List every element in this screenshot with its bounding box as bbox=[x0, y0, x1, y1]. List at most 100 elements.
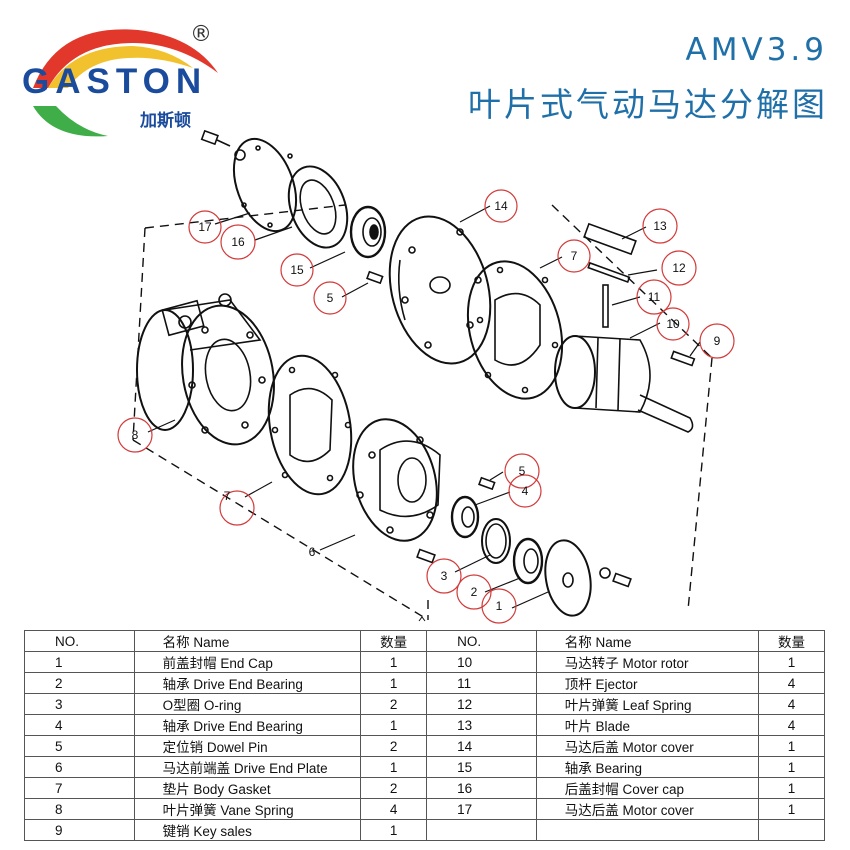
callout-10: 10 bbox=[666, 317, 680, 331]
table-cell: 马达转子 Motor rotor bbox=[535, 651, 760, 673]
table-cell: 叶片弹簧 Vane Spring bbox=[133, 798, 362, 820]
table-cell: 4 bbox=[24, 714, 135, 736]
table-cell: 2 bbox=[360, 693, 428, 715]
table-row: 6 马达前端盖 Drive End Plate 1 15 轴承 Bearing … bbox=[24, 756, 825, 778]
callout-7-upper: 7 bbox=[571, 249, 578, 263]
table-cell: 13 bbox=[426, 714, 537, 736]
table-row: 1 前盖封帽 End Cap 1 10 马达转子 Motor rotor 1 bbox=[24, 651, 825, 673]
table-row: 3 O型圈 O-ring 2 12 叶片弹簧 Leaf Spring 4 bbox=[24, 693, 825, 715]
callout-5-upper: 5 bbox=[327, 291, 334, 305]
callout-4: 4 bbox=[522, 484, 529, 498]
table-cell: 定位销 Dowel Pin bbox=[133, 735, 362, 757]
table-cell: 2 bbox=[24, 672, 135, 694]
page-title: 叶片式气动马达分解图 bbox=[468, 85, 828, 124]
table-cell bbox=[535, 819, 760, 841]
part-2-drive-end-bearing bbox=[512, 537, 544, 585]
table-row: 8 叶片弹簧 Vane Spring 4 17 马达后盖 Motor cover… bbox=[24, 798, 825, 820]
table-cell: 轴承 Bearing bbox=[535, 756, 760, 778]
part-5-dowel-pin-top bbox=[366, 270, 384, 285]
callout-6: 6 bbox=[309, 545, 316, 559]
screw-icon bbox=[416, 548, 436, 564]
table-cell: 12 bbox=[426, 693, 537, 715]
table-cell: 2 bbox=[360, 735, 428, 757]
table-cell: 前盖封帽 End Cap bbox=[133, 651, 362, 673]
part-12-leaf-spring bbox=[587, 261, 631, 284]
table-row: 5 定位销 Dowel Pin 2 14 马达后盖 Motor cover 1 bbox=[24, 735, 825, 757]
callout-9: 9 bbox=[714, 334, 721, 348]
part-3-o-ring bbox=[481, 518, 511, 564]
table-cell: 1 bbox=[360, 651, 428, 673]
caret-mark bbox=[418, 616, 426, 622]
table-cell: 4 bbox=[360, 798, 428, 820]
callout-15: 15 bbox=[290, 263, 304, 277]
table-cell: 2 bbox=[360, 777, 428, 799]
part-10-motor-rotor bbox=[554, 335, 694, 433]
table-cell: 马达后盖 Motor cover bbox=[535, 735, 760, 757]
table-cell: 叶片弹簧 Leaf Spring bbox=[535, 693, 760, 715]
table-row: 4 轴承 Drive End Bearing 1 13 叶片 Blade 4 bbox=[24, 714, 825, 736]
table-cell bbox=[758, 819, 825, 841]
table-cell: 1 bbox=[758, 735, 825, 757]
table-cell: 1 bbox=[758, 798, 825, 820]
table-cell: 4 bbox=[758, 672, 825, 694]
table-cell: 马达前端盖 Drive End Plate bbox=[133, 756, 362, 778]
part-5-dowel-pin-lower bbox=[478, 476, 496, 491]
logo-swoosh-icon bbox=[33, 29, 218, 137]
part-4-drive-end-bearing bbox=[450, 495, 480, 539]
table-cell: 1 bbox=[758, 651, 825, 673]
table-cell: 4 bbox=[758, 714, 825, 736]
callout-2: 2 bbox=[471, 585, 478, 599]
table-cell: 顶杆 Ejector bbox=[535, 672, 760, 694]
part-1-end-cap bbox=[544, 539, 632, 617]
table-cell: 1 bbox=[758, 777, 825, 799]
table-cell: 10 bbox=[426, 651, 537, 673]
table-cell: 轴承 Drive End Bearing bbox=[133, 714, 362, 736]
table-cell: 马达后盖 Motor cover bbox=[535, 798, 760, 820]
table-cell: 1 bbox=[24, 651, 135, 673]
table-cell: 8 bbox=[24, 798, 135, 820]
col-header-name-left: 名称 Name bbox=[133, 630, 362, 652]
col-header-no-right: NO. bbox=[426, 630, 537, 652]
part-6-drive-end-plate bbox=[352, 418, 441, 542]
table-cell: 3 bbox=[24, 693, 135, 715]
callout-16: 16 bbox=[231, 235, 245, 249]
part-16-cover-cap bbox=[287, 165, 349, 249]
registered-mark: ® bbox=[190, 22, 212, 47]
table-row: 7 垫片 Body Gasket 2 16 后盖封帽 Cover cap 1 bbox=[24, 777, 825, 799]
callout-circles bbox=[117, 189, 735, 624]
brand-name-cn: 加斯顿 bbox=[140, 111, 191, 131]
table-cell: 11 bbox=[426, 672, 537, 694]
part-7-body-gasket-upper bbox=[466, 260, 564, 400]
callout-11: 11 bbox=[648, 290, 661, 304]
table-row: 9 键销 Key sales 1 bbox=[24, 819, 825, 841]
exploded-diagram: 1 2 3 4 5 5 6 7 7 8 9 10 11 12 13 14 15 … bbox=[117, 129, 735, 624]
callout-8: 8 bbox=[132, 428, 139, 442]
callout-5-lower: 5 bbox=[519, 464, 526, 478]
table-cell: 轴承 Drive End Bearing bbox=[133, 672, 362, 694]
col-header-qty-right: 数量 bbox=[758, 630, 825, 652]
table-cell: 1 bbox=[360, 819, 428, 841]
callout-3: 3 bbox=[441, 569, 448, 583]
part-13-blade bbox=[583, 222, 637, 256]
part-11-ejector bbox=[602, 284, 609, 328]
table-cell: 1 bbox=[360, 672, 428, 694]
table-cell: 叶片 Blade bbox=[535, 714, 760, 736]
callout-12: 12 bbox=[672, 261, 686, 275]
table-cell: 7 bbox=[24, 777, 135, 799]
model-number: AMV3.9 bbox=[685, 32, 828, 68]
brand-name: GASTON bbox=[22, 62, 208, 101]
table-cell: 1 bbox=[758, 756, 825, 778]
table-cell: 6 bbox=[24, 756, 135, 778]
table-header-row: NO. 名称 Name 数量 NO. 名称 Name 数量 bbox=[24, 630, 825, 652]
table-cell bbox=[426, 819, 537, 841]
table-row: 2 轴承 Drive End Bearing 1 11 顶杆 Ejector 4 bbox=[24, 672, 825, 694]
callout-14: 14 bbox=[494, 199, 508, 213]
table-cell: 1 bbox=[360, 714, 428, 736]
table-cell: O型圈 O-ring bbox=[133, 693, 362, 715]
col-header-name-right: 名称 Name bbox=[535, 630, 760, 652]
part-8-motor-housing bbox=[136, 293, 275, 446]
callout-13: 13 bbox=[653, 219, 667, 233]
table-cell: 4 bbox=[758, 693, 825, 715]
part-9-key bbox=[670, 350, 696, 367]
table-cell: 1 bbox=[360, 756, 428, 778]
